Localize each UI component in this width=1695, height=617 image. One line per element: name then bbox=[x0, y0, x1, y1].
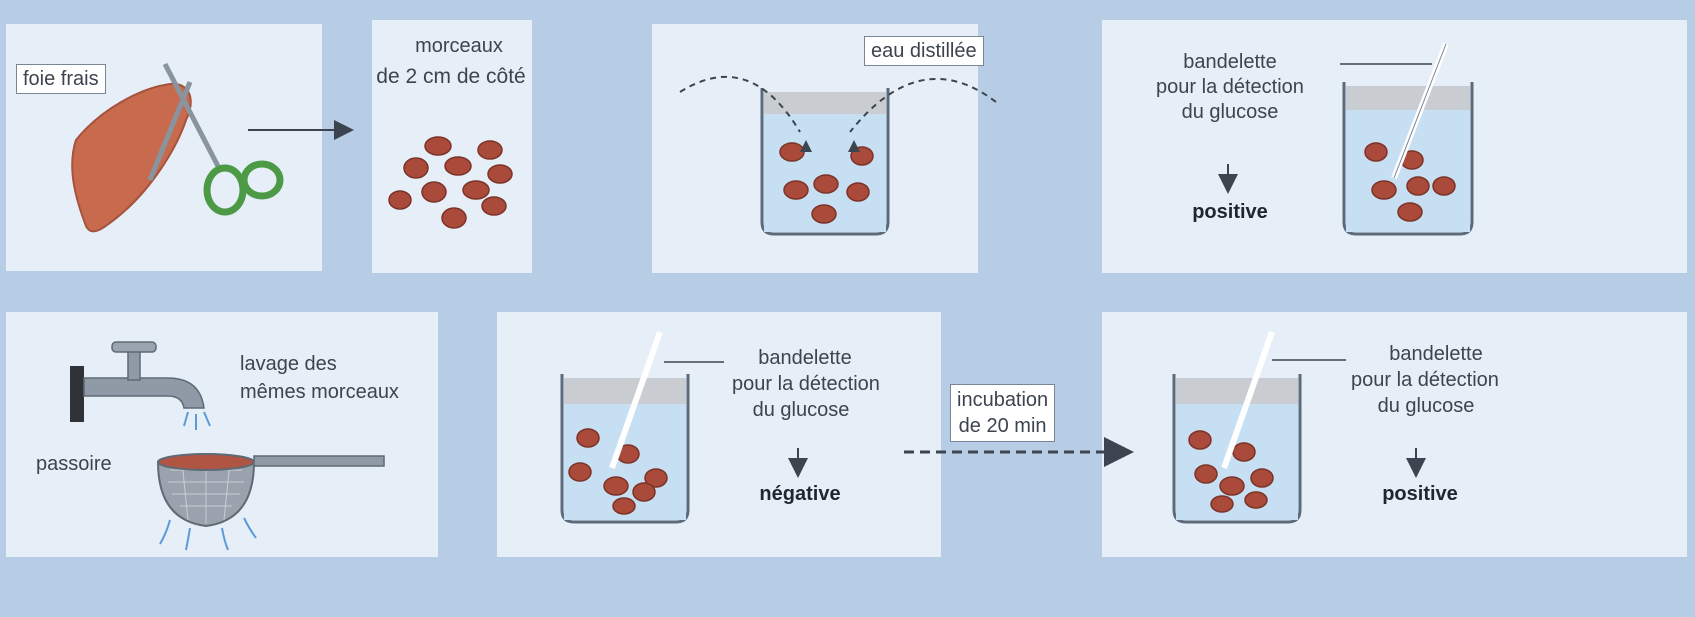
incubation-line2: de 20 min bbox=[958, 415, 1047, 437]
beaker-icon bbox=[1172, 331, 1426, 524]
result-top: positive bbox=[1192, 201, 1268, 223]
panel-pieces bbox=[372, 20, 532, 273]
liver-icon bbox=[71, 82, 192, 233]
faucet-icon bbox=[70, 341, 211, 430]
strip-label-bottom-line3: du glucose bbox=[1377, 395, 1475, 417]
test-strip-icon bbox=[1221, 331, 1275, 469]
strip-label-top-line3: du glucose bbox=[1181, 101, 1279, 123]
beaker-icon bbox=[679, 76, 997, 236]
distilled-water-label: eau distillée bbox=[864, 36, 984, 66]
strip-label-mid-line1: bandelette bbox=[758, 347, 852, 369]
scissors-icon bbox=[147, 62, 284, 216]
liver-pieces bbox=[388, 136, 513, 229]
strainer-icon bbox=[156, 453, 385, 551]
beaker-icon bbox=[560, 331, 808, 524]
strip-label-top-line2: pour la détection bbox=[1156, 76, 1304, 98]
incubation-label: incubation de 20 min bbox=[950, 384, 1056, 442]
pieces-caption-line2: de 2 cm de côté bbox=[376, 65, 526, 88]
result-positive-bottom: positive bbox=[1382, 483, 1458, 505]
strainer-label: passoire bbox=[36, 453, 112, 475]
washing-caption-line2: mêmes morceaux bbox=[240, 381, 399, 403]
test-strip-icon bbox=[609, 331, 663, 469]
strip-label-bottom-line2: pour la détection bbox=[1351, 369, 1499, 391]
strip-label-bottom-line1: bandelette bbox=[1389, 343, 1483, 365]
liver-label: foie frais bbox=[16, 64, 106, 94]
result-negative: négative bbox=[759, 483, 841, 505]
incubation-line1: incubation bbox=[957, 389, 1049, 411]
washing-caption-line1: lavage des bbox=[240, 353, 337, 375]
strip-label-top-line1: bandelette bbox=[1183, 51, 1277, 73]
beaker-icon bbox=[1218, 42, 1474, 236]
strip-label-mid-line3: du glucose bbox=[752, 399, 850, 421]
pieces-caption-line1: morceaux bbox=[415, 35, 503, 57]
strip-label-mid-line2: pour la détection bbox=[732, 373, 880, 395]
